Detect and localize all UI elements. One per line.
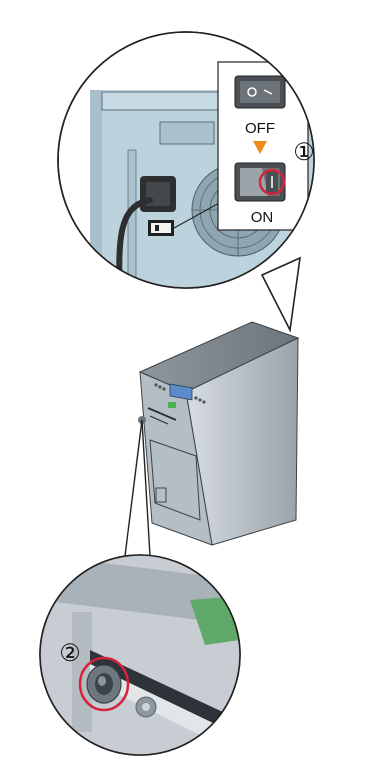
- status-led: [168, 402, 176, 408]
- power-button[interactable]: [80, 658, 128, 710]
- rear-panel-zoom: OFF ON ①: [58, 32, 320, 330]
- power-switch-off-icon: [235, 76, 285, 108]
- computer-tower: [138, 322, 298, 545]
- step-marker-1: ①: [293, 139, 315, 166]
- front-button-zoom: ②: [40, 555, 240, 755]
- zoom-callout-tail: [262, 258, 300, 330]
- power-switch[interactable]: [148, 220, 174, 236]
- power-switch-on-icon: [235, 163, 285, 201]
- switch-on-label: ON: [251, 209, 274, 226]
- switch-off-label: OFF: [245, 120, 275, 137]
- step-marker-2: ②: [59, 640, 81, 667]
